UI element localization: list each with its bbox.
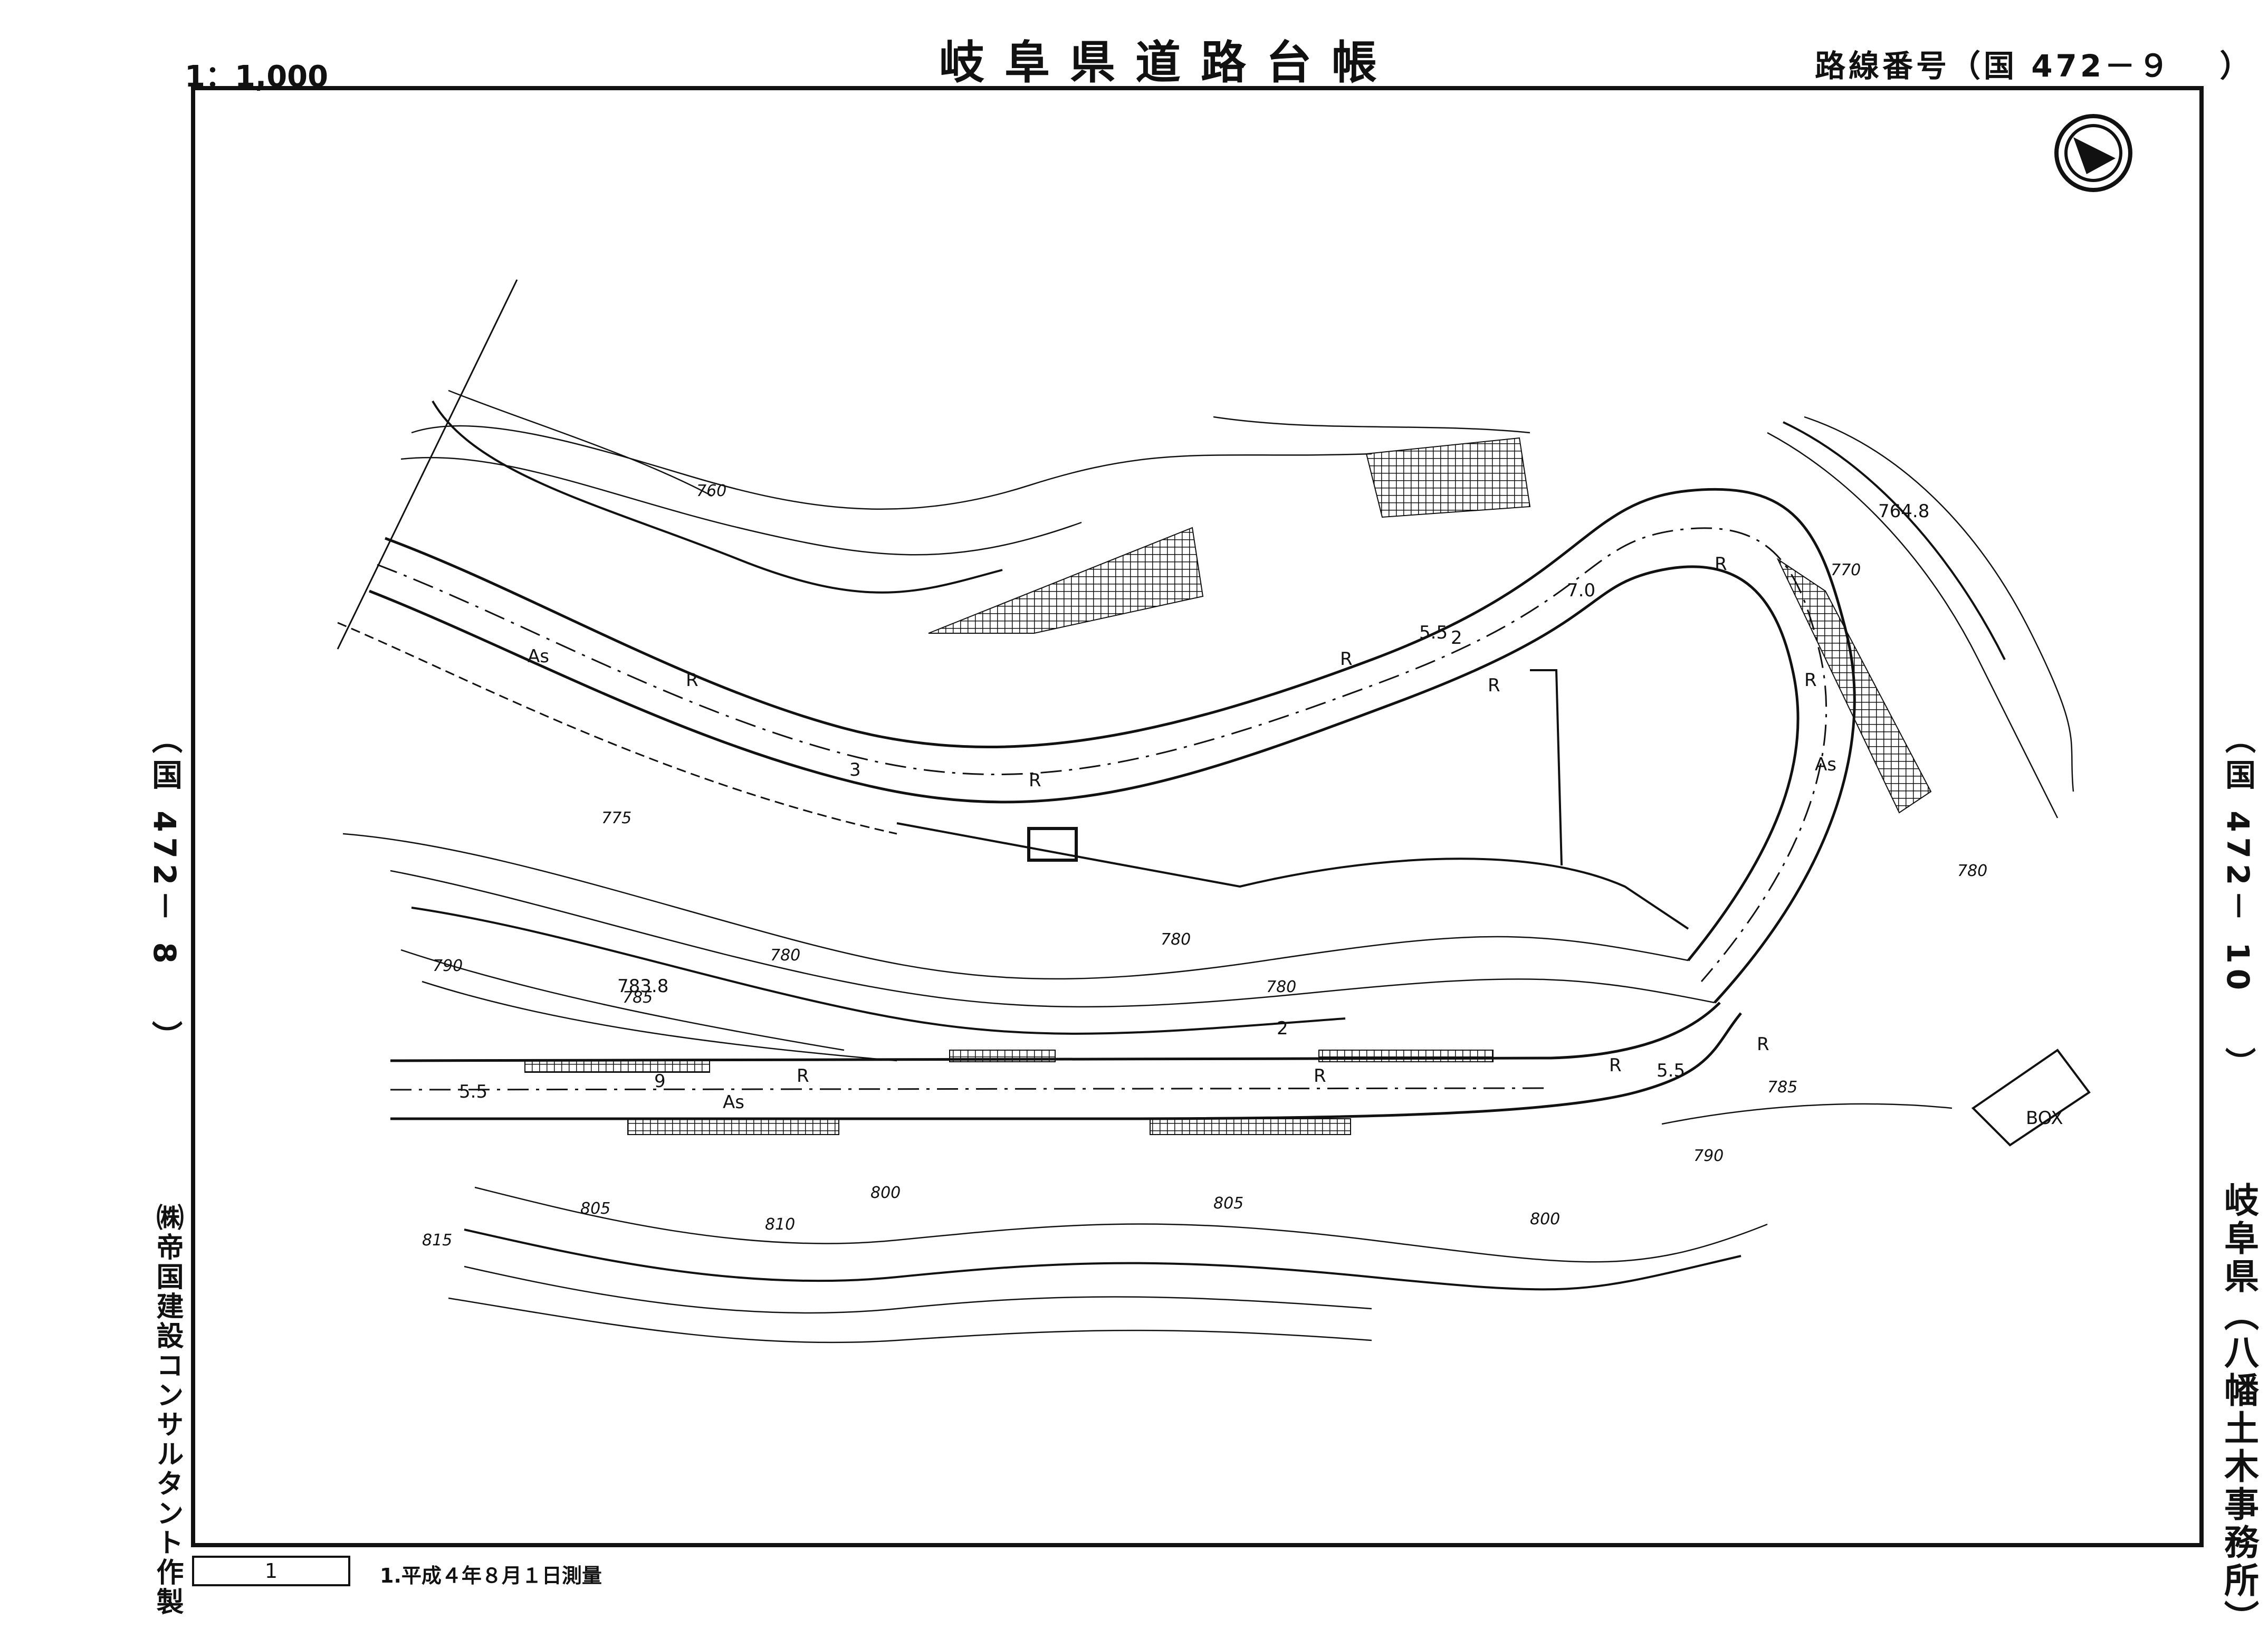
contour-label: 810 [765,1215,795,1234]
station-number: 2 [1277,1018,1288,1039]
next-sheet-link[interactable]: （国 472－ 10 ） [2220,723,2256,1083]
road-marker: R [1488,675,1500,696]
contour-label: 815 [422,1231,452,1250]
station-number: 3 [849,759,861,780]
map-frame [191,86,2204,1547]
road-marker: R [1715,554,1727,575]
width-label: 5.5 [459,1081,487,1102]
road-marker: R [1314,1065,1326,1087]
retaining-walls [524,437,1932,1135]
north-arrow-icon [2054,114,2132,192]
contour-label: 770 [1831,561,1861,579]
road-marker: R [1029,770,1041,791]
contour-label: 805 [1213,1194,1243,1213]
contour-label: 785 [1767,1078,1797,1097]
contours-lower [342,833,1953,1344]
survey-note: 1.平成４年８月１日測量 [380,1564,602,1587]
surface-label: As [723,1092,744,1113]
road-marker: R [1609,1055,1622,1076]
contour-label: 760 [696,482,726,500]
contour-label: 780 [1266,978,1296,996]
station-number: 2 [1451,627,1462,649]
map-labels: 760 770 775 780 780 780 780 785 785 790 … [422,482,2063,1250]
road-plan-map: 760 770 775 780 780 780 780 785 785 790 … [337,114,2132,1344]
width-label: 7.0 [1567,580,1595,601]
contour-label: 780 [1161,930,1191,949]
road-marker: R [797,1065,809,1087]
box-culvert [1971,1049,2091,1147]
contour-label: 780 [770,946,800,965]
small-building [1027,827,1078,862]
contour-label: 805 [580,1199,610,1218]
previous-sheet-link[interactable]: （国 472－ 8 ） [147,723,183,1057]
contour-label: 800 [1530,1210,1560,1228]
contour-label: 790 [1693,1147,1724,1165]
road-marker: R [1804,670,1817,691]
contour-label: 800 [870,1184,901,1202]
width-label: 5.5 [1419,622,1448,643]
road-marker: R [1340,649,1353,670]
sheet-number-box: 1 [192,1556,350,1586]
route-number: 路線番号（国 472－９ ） [1815,48,2254,84]
office-credit: 岐阜県（八幡土木事務所） [2218,1182,2259,1638]
box-label: BOX [2026,1108,2063,1129]
map-title: 岐阜県道路台帳 [939,36,1397,89]
spot-height: 783.8 [617,976,668,997]
road-marker: R [686,670,698,691]
maker-credit: ㈱帝国建設コンサルタント作製 [151,1203,183,1617]
station-number: 9 [654,1071,666,1092]
boundary-line [337,279,518,650]
surface-label: As [1815,754,1836,775]
lower-road [390,1002,1742,1120]
width-label: 5.5 [1657,1060,1685,1081]
contour-label: 785 [623,988,653,1007]
surface-label: As [528,646,549,667]
contour-label: 790 [433,957,463,975]
road-marker: R [1757,1034,1769,1055]
contour-label: 775 [601,809,631,827]
contour-label: 780 [1957,862,1987,880]
contours-upper [400,389,2074,818]
spot-height: 764.8 [1878,501,1929,522]
central-lot [896,822,1689,930]
